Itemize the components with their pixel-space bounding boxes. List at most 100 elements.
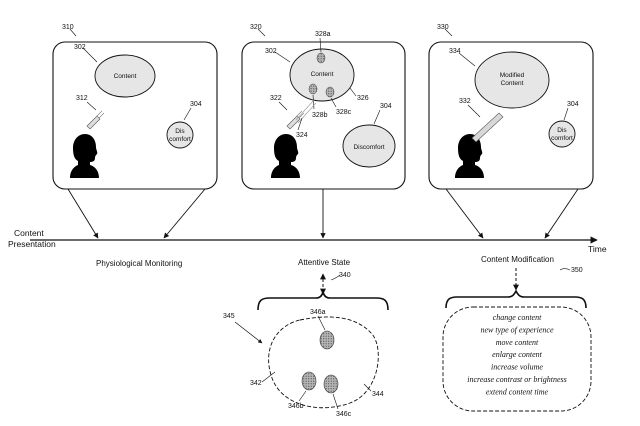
discomfort-bubble — [342, 124, 396, 168]
dot-a-ref: 328a — [315, 31, 331, 38]
timeline-end-label: Time — [588, 244, 607, 254]
sensor-icon — [471, 112, 504, 143]
leader-line — [274, 51, 291, 63]
leader-line — [330, 274, 341, 281]
modification-options: change content new type of experience move… — [442, 306, 592, 412]
modification-list: change content new type of experience move… — [467, 313, 566, 396]
attention-diagram-pointer — [234, 321, 263, 344]
discomfort-label: Discomfort — [353, 144, 384, 151]
gaze-point-c — [325, 86, 335, 98]
leader-line — [349, 87, 357, 97]
timeline-start-label-2: Presentation — [8, 239, 56, 249]
physiological-monitoring-label: Physiological Monitoring — [96, 259, 182, 268]
panel-320: 320 Content 302 328a 328b 328c 326 Disco… — [241, 24, 406, 190]
timeline: Content Presentation Time — [8, 188, 607, 254]
modification-list-item: increase contrast or brightness — [467, 375, 566, 384]
panel-frame — [52, 41, 218, 190]
modification-list-item: increase volume — [491, 363, 543, 372]
discomfort-ref: 304 — [380, 103, 392, 110]
dot-b-ref: 346b — [288, 403, 304, 410]
leader-line — [559, 268, 571, 271]
discomfort-ref: 304 — [567, 101, 579, 108]
gaze-point-c — [323, 374, 339, 394]
content-outline-ref: 326 — [357, 95, 369, 102]
content-ref: 302 — [265, 48, 277, 55]
sensor-icon — [86, 110, 105, 130]
attention-diagram-345: 345 346a 346b 346c 342 344 — [223, 309, 384, 418]
dot-a-ref: 346a — [310, 309, 326, 316]
dot-b-ref: 328b — [312, 112, 328, 119]
leader-line — [257, 28, 266, 37]
content-label: Content — [311, 71, 334, 78]
content-bubble — [289, 48, 355, 102]
leader-line — [183, 107, 192, 121]
signal-ref: 324 — [296, 132, 308, 139]
panel1-connector-left — [67, 188, 99, 239]
content-ref: 302 — [74, 44, 86, 51]
sensor-ref: 312 — [76, 95, 88, 102]
gaze-point-a — [319, 330, 335, 350]
attention-region-outline — [268, 316, 379, 409]
leader-line — [312, 94, 315, 110]
leader-line — [278, 101, 288, 111]
modified-content-label-2: Content — [501, 80, 524, 87]
gaze-point-a — [316, 52, 326, 64]
leader-line — [458, 52, 476, 67]
panel-330: 330 Modified Content 334 Dis comfort 304… — [428, 24, 594, 190]
attentive-state-ref: 340 — [339, 272, 351, 279]
leader-line — [261, 371, 276, 383]
modified-content-label-1: Modified — [500, 72, 525, 79]
dot-c-ref: 346c — [336, 411, 352, 418]
user-head-icon — [455, 134, 484, 178]
attentive-state-brace — [257, 291, 389, 311]
sensor-ref: 332 — [459, 98, 471, 105]
leader-line — [467, 104, 481, 118]
leader-line — [69, 28, 77, 37]
discomfort-ref: 304 — [190, 101, 202, 108]
attention-diagram-ref: 345 — [223, 313, 235, 320]
panel3-connector-left — [445, 188, 484, 239]
region-ref: 342 — [250, 380, 262, 387]
leader-line — [298, 390, 307, 402]
content-label: Content — [114, 73, 137, 80]
attentive-state-label: Attentive State — [298, 258, 351, 267]
gaze-point-b — [308, 83, 318, 95]
content-ref: 334 — [449, 48, 461, 55]
modification-options-outline — [442, 306, 592, 412]
content-modification-ref: 350 — [571, 267, 583, 274]
gaze-signal — [295, 99, 317, 124]
panel-frame — [241, 41, 406, 190]
leader-line — [332, 393, 339, 410]
modified-content-bubble — [474, 51, 550, 109]
content-modification-label: Content Modification — [481, 255, 554, 264]
ref-label: 330 — [437, 24, 449, 31]
user-head-icon — [70, 134, 99, 178]
modification-list-item: new type of experience — [480, 325, 554, 334]
gaze-point-b — [301, 371, 317, 391]
leader-line — [373, 109, 381, 125]
modification-list-item: move content — [496, 338, 539, 347]
leader-line — [317, 315, 326, 331]
discomfort-label-2: comfort — [551, 135, 573, 142]
leader-line — [563, 107, 569, 121]
discomfort-label-1: Dis — [557, 127, 567, 134]
content-modification-brace — [445, 289, 587, 309]
discomfort-bubble — [166, 121, 194, 149]
discomfort-bubble — [548, 120, 576, 148]
panel-310: 310 Content 302 Dis comfort 304 312 — [52, 24, 218, 190]
sensor-ref: 322 — [270, 95, 282, 102]
discomfort-label-1: Dis — [175, 128, 185, 135]
modification-list-item: change content — [493, 313, 542, 322]
panel3-connector-right — [544, 188, 579, 239]
modification-list-item: extend content time — [486, 387, 549, 396]
panel-frame — [428, 41, 594, 190]
discomfort-label-2: comfort — [169, 136, 191, 143]
leader-line — [363, 383, 372, 392]
leader-line — [319, 37, 322, 53]
panel1-connector-right — [163, 188, 206, 239]
timeline-start-label-1: Content — [14, 228, 44, 238]
outline-ref: 344 — [372, 391, 384, 398]
leader-line — [444, 28, 453, 37]
content-bubble — [94, 54, 156, 98]
